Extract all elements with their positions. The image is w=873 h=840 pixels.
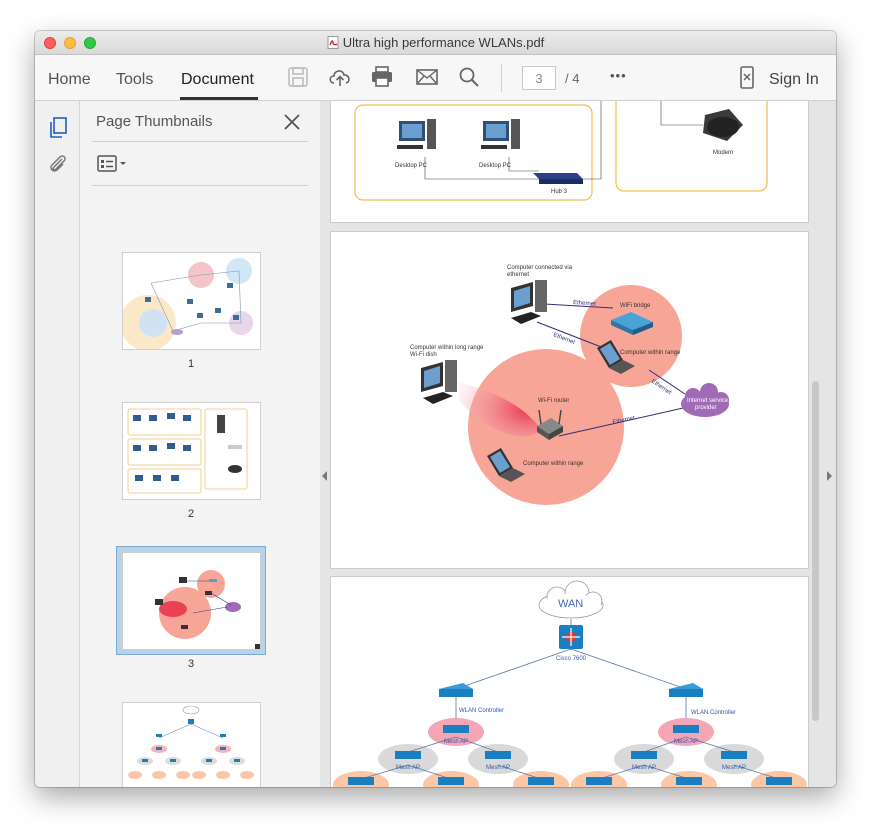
- more-tools-button[interactable]: •••: [610, 68, 627, 83]
- mesh-ap-label: Mesh AP: [722, 765, 746, 771]
- wifi-dish-beam: [459, 382, 541, 437]
- pc-ethernet-label: Computer connected via: [507, 265, 573, 271]
- active-tab-indicator: [180, 97, 258, 100]
- thumbnail-label: 3: [187, 658, 195, 670]
- panel-divider: [92, 141, 308, 142]
- thumbnail-4-preview: [128, 705, 254, 779]
- toolbar-separator: [501, 64, 502, 92]
- print-icon[interactable]: [370, 66, 394, 88]
- cloud-upload-icon[interactable]: [328, 66, 352, 88]
- desktop-pc-label: Desktop PC: [395, 163, 428, 169]
- mesh-ap-label: Mesh AP: [674, 739, 698, 745]
- thumbnail-page-1[interactable]: [120, 253, 260, 351]
- laptop-icon: [487, 448, 525, 482]
- thumbnail-1-preview: [120, 258, 253, 351]
- in-range-label: Computer within range: [620, 350, 681, 356]
- thumbnails-panel: Page Thumbnails 1: [80, 101, 354, 787]
- mesh-ap-label: Mesh AP: [632, 765, 656, 771]
- pdf-page-4: WAN Cisco 7600 WLAN Controller WLAN Cont…: [331, 577, 808, 787]
- email-icon[interactable]: [415, 66, 439, 88]
- mesh-ap-label: Mesh AP: [396, 765, 420, 771]
- thumbnail-3-preview: [155, 570, 241, 639]
- wan-label: WAN: [558, 598, 583, 610]
- tab-home[interactable]: Home: [48, 71, 91, 88]
- collapse-left-panel-arrow[interactable]: [322, 471, 327, 481]
- mesh-ap-label: Mesh AP: [444, 739, 468, 745]
- wifi-router-icon: [537, 409, 563, 440]
- page-thumbnails-icon[interactable]: [48, 117, 68, 139]
- zoom-window-button[interactable]: [84, 37, 96, 49]
- isp-cloud-icon: [681, 383, 729, 417]
- panel-title: Page Thumbnails: [96, 113, 213, 130]
- desktop-pc-wifi-dish-icon: [421, 360, 457, 404]
- page-3-diagram: Ethernet Ethernet Ethernet Ethernet Comp…: [410, 265, 729, 505]
- attachments-icon[interactable]: [47, 153, 69, 175]
- document-scrollbar-thumb[interactable]: [812, 381, 819, 721]
- ethernet-label: Ethernet: [573, 300, 596, 308]
- pdf-page-3: Ethernet Ethernet Ethernet Ethernet Comp…: [331, 232, 808, 568]
- mesh-ap-label: Mesh AP: [486, 765, 510, 771]
- desktop-pc-icon: [397, 119, 436, 149]
- network-hub-icon: [533, 173, 583, 184]
- pdf-page-2: Desktop PC Desktop PC Hub 3 Modem: [331, 101, 808, 222]
- sign-in-button[interactable]: Sign In: [769, 71, 819, 88]
- document-view[interactable]: Desktop PC Desktop PC Hub 3 Modem: [320, 101, 836, 787]
- tab-tools[interactable]: Tools: [116, 71, 154, 88]
- thumbnail-page-2[interactable]: [123, 403, 260, 499]
- isp-label: provider: [695, 405, 717, 411]
- in-range-label: Computer within range: [523, 461, 584, 467]
- thumbnail-page-4[interactable]: [123, 703, 260, 787]
- main-toolbar: Home Tools Document 3 / 4 •••: [35, 55, 836, 101]
- long-range-label: Wi-Fi dish: [410, 352, 437, 358]
- long-range-label: Computer within long range: [410, 345, 484, 351]
- window-title-text: Ultra high performance WLANs.pdf: [342, 35, 545, 50]
- close-window-button[interactable]: [44, 37, 56, 49]
- page-number-input[interactable]: 3: [522, 66, 556, 90]
- title-bar[interactable]: Ultra high performance WLANs.pdf: [35, 31, 836, 55]
- collapse-right-panel-arrow[interactable]: [827, 471, 832, 481]
- page-viewport-marker: [255, 644, 260, 649]
- router-label: Wi-Fi router: [538, 398, 569, 404]
- ethernet-label: Ethernet: [650, 379, 672, 397]
- desktop-pc-icon: [511, 280, 547, 324]
- desktop-pc-label: Desktop PC: [479, 163, 512, 169]
- wifi-bridge-label: WiFi bridge: [620, 303, 651, 309]
- thumbnail-2-preview: [127, 408, 248, 494]
- page-4-diagram: WAN Cisco 7600 WLAN Controller WLAN Cont…: [333, 580, 807, 787]
- navigation-rail: [35, 101, 80, 787]
- panel-divider: [92, 185, 308, 186]
- app-window: Ultra high performance WLANs.pdf Home To…: [35, 31, 836, 787]
- wan-cloud-icon: [538, 580, 604, 619]
- save-icon[interactable]: [287, 66, 309, 88]
- thumbnail-label: 2: [187, 508, 195, 520]
- desktop-pc-icon: [481, 119, 520, 149]
- window-title: Ultra high performance WLANs.pdf: [35, 35, 836, 50]
- minimize-window-button[interactable]: [64, 37, 76, 49]
- wlan-controller-icon: [439, 683, 473, 697]
- pc-ethernet-label: ethernet: [507, 272, 529, 278]
- isp-label: Internet service: [687, 398, 729, 404]
- modem-icon: [703, 109, 743, 141]
- wifi-bridge-icon: [611, 312, 653, 335]
- hub-label: Hub 3: [551, 189, 568, 195]
- thumbnail-options-icon[interactable]: [97, 154, 129, 174]
- laptop-icon: [597, 340, 635, 374]
- modem-label: Modem: [713, 150, 733, 156]
- thumbnail-label: 1: [187, 358, 195, 370]
- close-icon[interactable]: [282, 112, 302, 132]
- page-2-diagram: Desktop PC Desktop PC Hub 3 Modem: [354, 101, 768, 201]
- pdf-file-icon: [327, 36, 339, 49]
- ethernet-label: Ethernet: [552, 332, 576, 346]
- wlan-controller-icon: [669, 683, 703, 697]
- core-router-label: Cisco 7600: [556, 656, 587, 662]
- thumbnail-page-3[interactable]: [123, 553, 260, 649]
- search-icon[interactable]: [458, 66, 480, 88]
- tab-document[interactable]: Document: [181, 71, 254, 88]
- core-router-icon: [559, 625, 583, 649]
- wlan-controller-label: WLAN Controller: [691, 710, 736, 716]
- wlan-controller-label: WLAN Controller: [459, 708, 504, 714]
- mobile-link-icon[interactable]: [738, 66, 756, 90]
- ethernet-label: Ethernet: [612, 415, 636, 426]
- page-total: / 4: [565, 71, 580, 86]
